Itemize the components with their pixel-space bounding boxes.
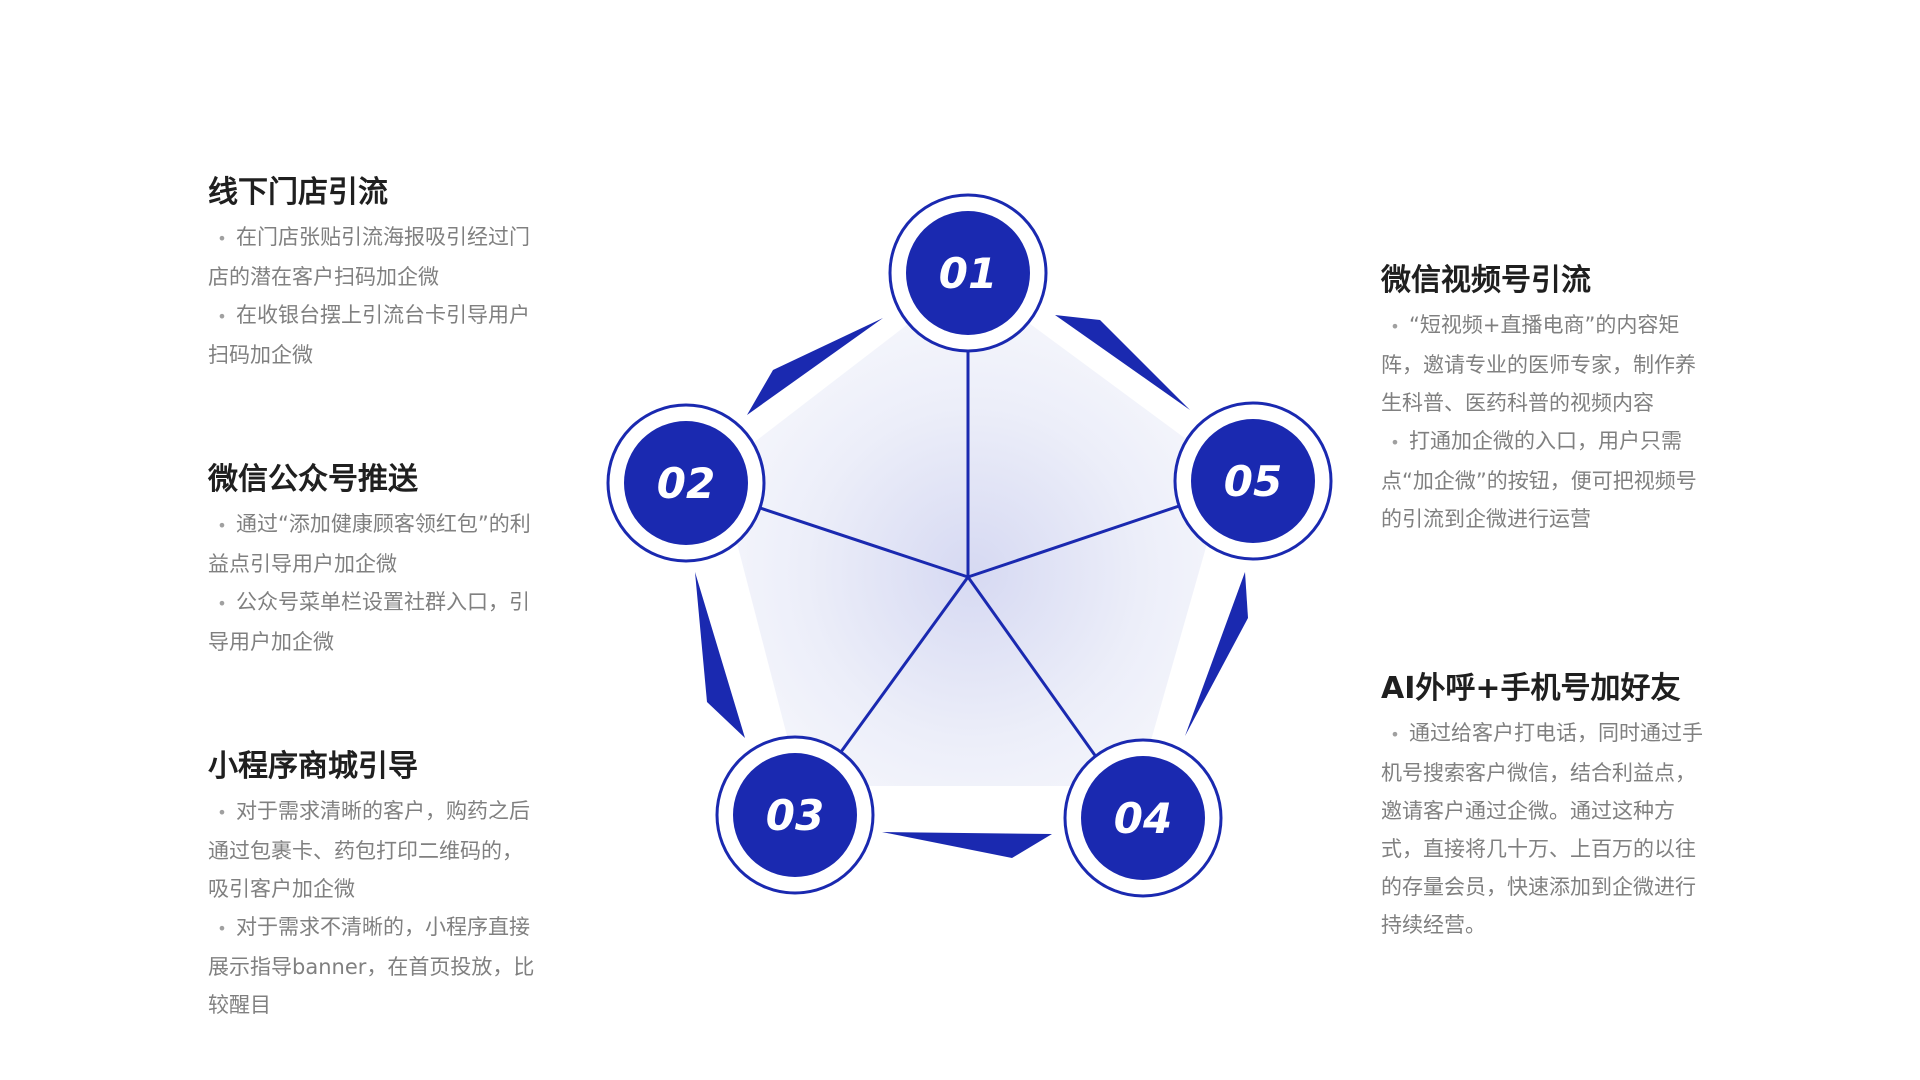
bullet-text: 通过给客户打电话，同时通过手机号搜索客户微信，结合利益点，邀请客户通过企微。通过… xyxy=(1381,721,1703,937)
section-title: 微信公众号推送 xyxy=(208,462,418,497)
bullet-item: •对于需求清晰的客户，购药之后通过包裹卡、药包打印二维码的，吸引客户加企微 xyxy=(208,792,538,908)
bullet-text: 打通加企微的入口，用户只需点“加企微”的按钮，便可把视频号的引流到企微进行运营 xyxy=(1381,429,1697,531)
node-04: 04 xyxy=(1063,738,1223,898)
svg-text:02: 02 xyxy=(657,459,715,508)
bullet-item: •“短视频+直播电商”的内容矩阵，邀请专业的医师专家，制作养生科普、医药科普的视… xyxy=(1381,306,1711,422)
bullet-item: •打通加企微的入口，用户只需点“加企微”的按钮，便可把视频号的引流到企微进行运营 xyxy=(1381,422,1711,538)
bullet-dot-icon: • xyxy=(217,919,227,938)
arrow-02-to-03 xyxy=(695,572,745,738)
pentagon-background xyxy=(718,278,1228,786)
bullet-text: “短视频+直播电商”的内容矩阵，邀请专业的医师专家，制作养生科普、医药科普的视频… xyxy=(1381,313,1696,415)
bullet-dot-icon: • xyxy=(1390,433,1400,452)
section-wechat-channels: 微信视频号引流 •“短视频+直播电商”的内容矩阵，邀请专业的医师专家，制作养生科… xyxy=(1381,262,1711,538)
node-02: 02 xyxy=(606,403,766,563)
bullet-text: 在门店张贴引流海报吸引经过门店的潜在客户扫码加企微 xyxy=(208,225,530,289)
bullet-text: 对于需求不清晰的，小程序直接展示指导banner，在首页投放，比较醒目 xyxy=(208,915,535,1017)
bullet-text: 对于需求清晰的客户，购药之后通过包裹卡、药包打印二维码的，吸引客户加企微 xyxy=(208,799,530,901)
bullet-item: •在门店张贴引流海报吸引经过门店的潜在客户扫码加企微 xyxy=(208,218,538,296)
bullet-item: •通过给客户打电话，同时通过手机号搜索客户微信，结合利益点，邀请客户通过企微。通… xyxy=(1381,714,1711,944)
section-title: 小程序商城引导 xyxy=(208,749,418,784)
bullet-text: 在收银台摆上引流台卡引导用户扫码加企微 xyxy=(208,303,530,367)
arrow-04-to-05 xyxy=(1185,572,1248,736)
bullet-dot-icon: • xyxy=(217,307,227,326)
arrow-03-to-04 xyxy=(882,832,1052,858)
arrow-05-to-01 xyxy=(1055,315,1190,410)
svg-text:05: 05 xyxy=(1224,457,1282,506)
section-title: AI外呼+手机号加好友 xyxy=(1381,671,1681,706)
section-offline-store: 线下门店引流 •在门店张贴引流海报吸引经过门店的潜在客户扫码加企微 •在收银台摆… xyxy=(208,174,538,374)
svg-text:01: 01 xyxy=(939,249,997,298)
cycle-arrows xyxy=(695,315,1248,858)
bullet-item: •通过“添加健康顾客领红包”的利益点引导用户加企微 xyxy=(208,505,538,583)
section-title: 微信视频号引流 xyxy=(1381,263,1591,298)
bullet-item: •公众号菜单栏设置社群入口，引导用户加企微 xyxy=(208,583,538,661)
section-title: 线下门店引流 xyxy=(208,175,388,210)
node-05: 05 xyxy=(1173,401,1333,561)
bullet-dot-icon: • xyxy=(1390,317,1400,336)
bullet-dot-icon: • xyxy=(217,229,227,248)
section-wechat-official-account: 微信公众号推送 •通过“添加健康顾客领红包”的利益点引导用户加企微 •公众号菜单… xyxy=(208,461,538,661)
section-mini-program: 小程序商城引导 •对于需求清晰的客户，购药之后通过包裹卡、药包打印二维码的，吸引… xyxy=(208,748,538,1024)
section-ai-call: AI外呼+手机号加好友 •通过给客户打电话，同时通过手机号搜索客户微信，结合利益… xyxy=(1381,670,1711,944)
bullet-item: •对于需求不清晰的，小程序直接展示指导banner，在首页投放，比较醒目 xyxy=(208,908,538,1024)
bullet-dot-icon: • xyxy=(217,516,227,535)
bullet-dot-icon: • xyxy=(1390,725,1400,744)
bullet-item: •在收银台摆上引流台卡引导用户扫码加企微 xyxy=(208,296,538,374)
svg-text:03: 03 xyxy=(766,791,824,840)
svg-text:04: 04 xyxy=(1114,794,1172,843)
bullet-text: 通过“添加健康顾客领红包”的利益点引导用户加企微 xyxy=(208,512,531,576)
bullet-dot-icon: • xyxy=(217,803,227,822)
bullet-text: 公众号菜单栏设置社群入口，引导用户加企微 xyxy=(208,590,530,654)
node-03: 03 xyxy=(715,735,875,895)
node-01: 01 xyxy=(888,193,1048,353)
bullet-dot-icon: • xyxy=(217,594,227,613)
arrow-01-to-02 xyxy=(747,318,883,415)
spokes xyxy=(741,345,1198,769)
